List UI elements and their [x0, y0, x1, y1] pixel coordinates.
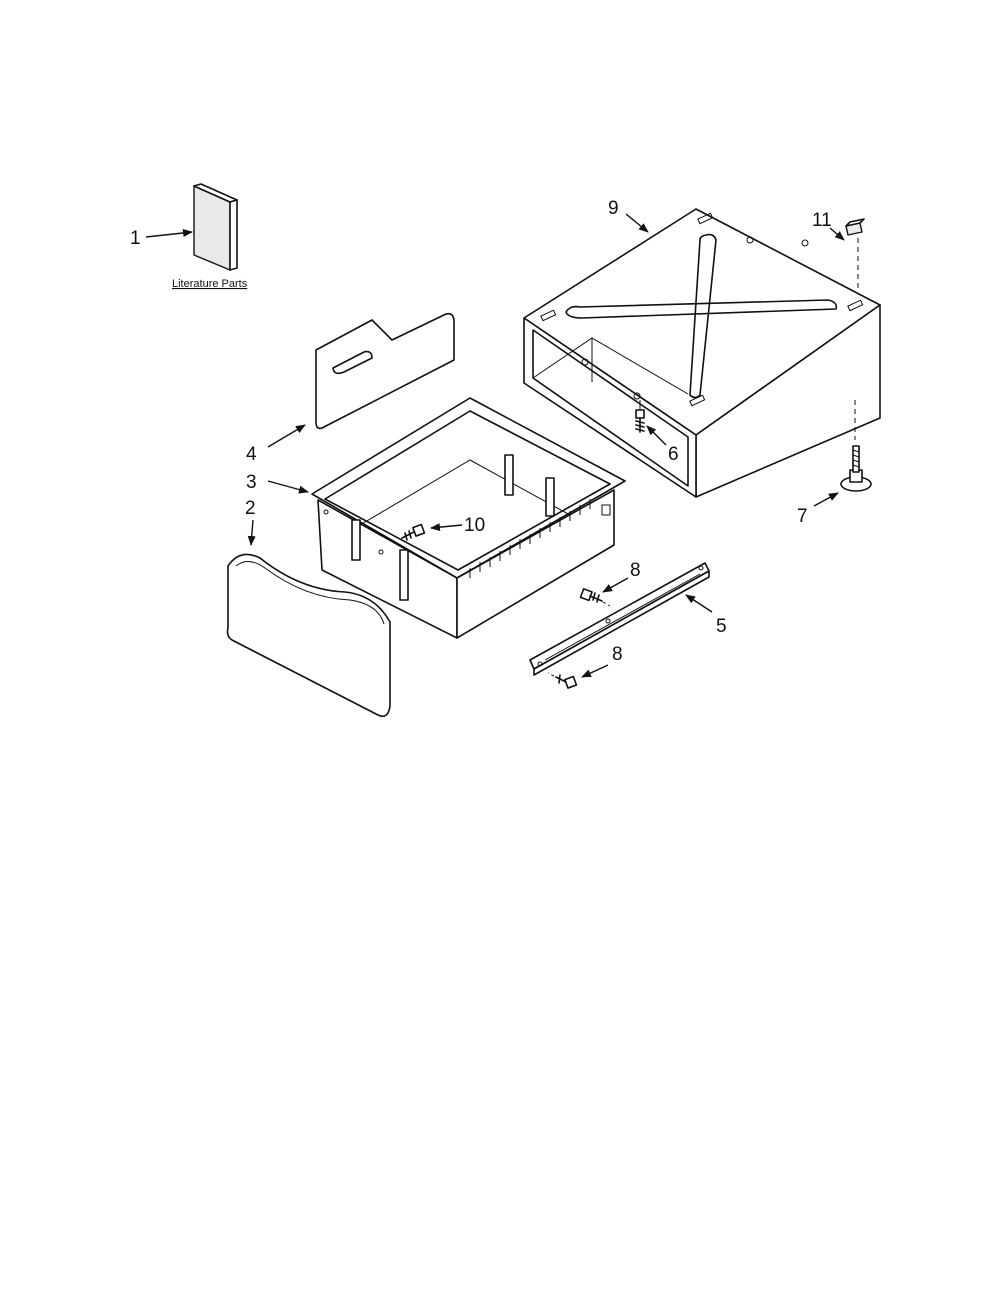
slide-screw-lower — [547, 672, 578, 689]
callout-7: 7 — [797, 492, 839, 527]
callout-1: 1 — [130, 228, 193, 249]
callout-11: 11 — [812, 210, 845, 241]
literature-parts-caption: Literature Parts — [172, 278, 248, 290]
callout-8-upper: 8 — [602, 560, 641, 593]
mounting-screw — [635, 400, 645, 433]
label-4: 4 — [246, 444, 257, 465]
basket-screw — [401, 523, 426, 541]
callout-8-lower: 8 — [581, 644, 623, 678]
drawer-basket — [311, 397, 626, 639]
leveling-leg — [840, 445, 872, 492]
callout-3: 3 — [246, 472, 309, 494]
drawer-slide — [529, 562, 710, 676]
callout-4: 4 — [246, 424, 306, 465]
leveling-pad — [845, 218, 865, 236]
callout-5: 5 — [685, 594, 727, 637]
callout-9: 9 — [608, 198, 649, 233]
label-5: 5 — [716, 616, 727, 637]
label-10: 10 — [464, 515, 485, 536]
callout-10: 10 — [430, 515, 485, 536]
slide-screw-upper — [579, 588, 611, 607]
callout-6: 6 — [646, 425, 679, 465]
label-9: 9 — [608, 198, 619, 219]
label-11: 11 — [812, 210, 832, 231]
label-7: 7 — [797, 506, 808, 527]
cabinet-housing — [523, 208, 881, 498]
label-8-lower: 8 — [612, 644, 623, 665]
label-2: 2 — [245, 498, 256, 519]
label-8-upper: 8 — [630, 560, 641, 581]
drawer-divider — [315, 312, 455, 430]
label-3: 3 — [246, 472, 257, 493]
label-1: 1 — [130, 228, 141, 249]
callout-2: 2 — [245, 498, 256, 546]
drawer-front-panel — [226, 553, 391, 718]
label-6: 6 — [668, 444, 679, 465]
literature-booklet — [193, 183, 238, 271]
